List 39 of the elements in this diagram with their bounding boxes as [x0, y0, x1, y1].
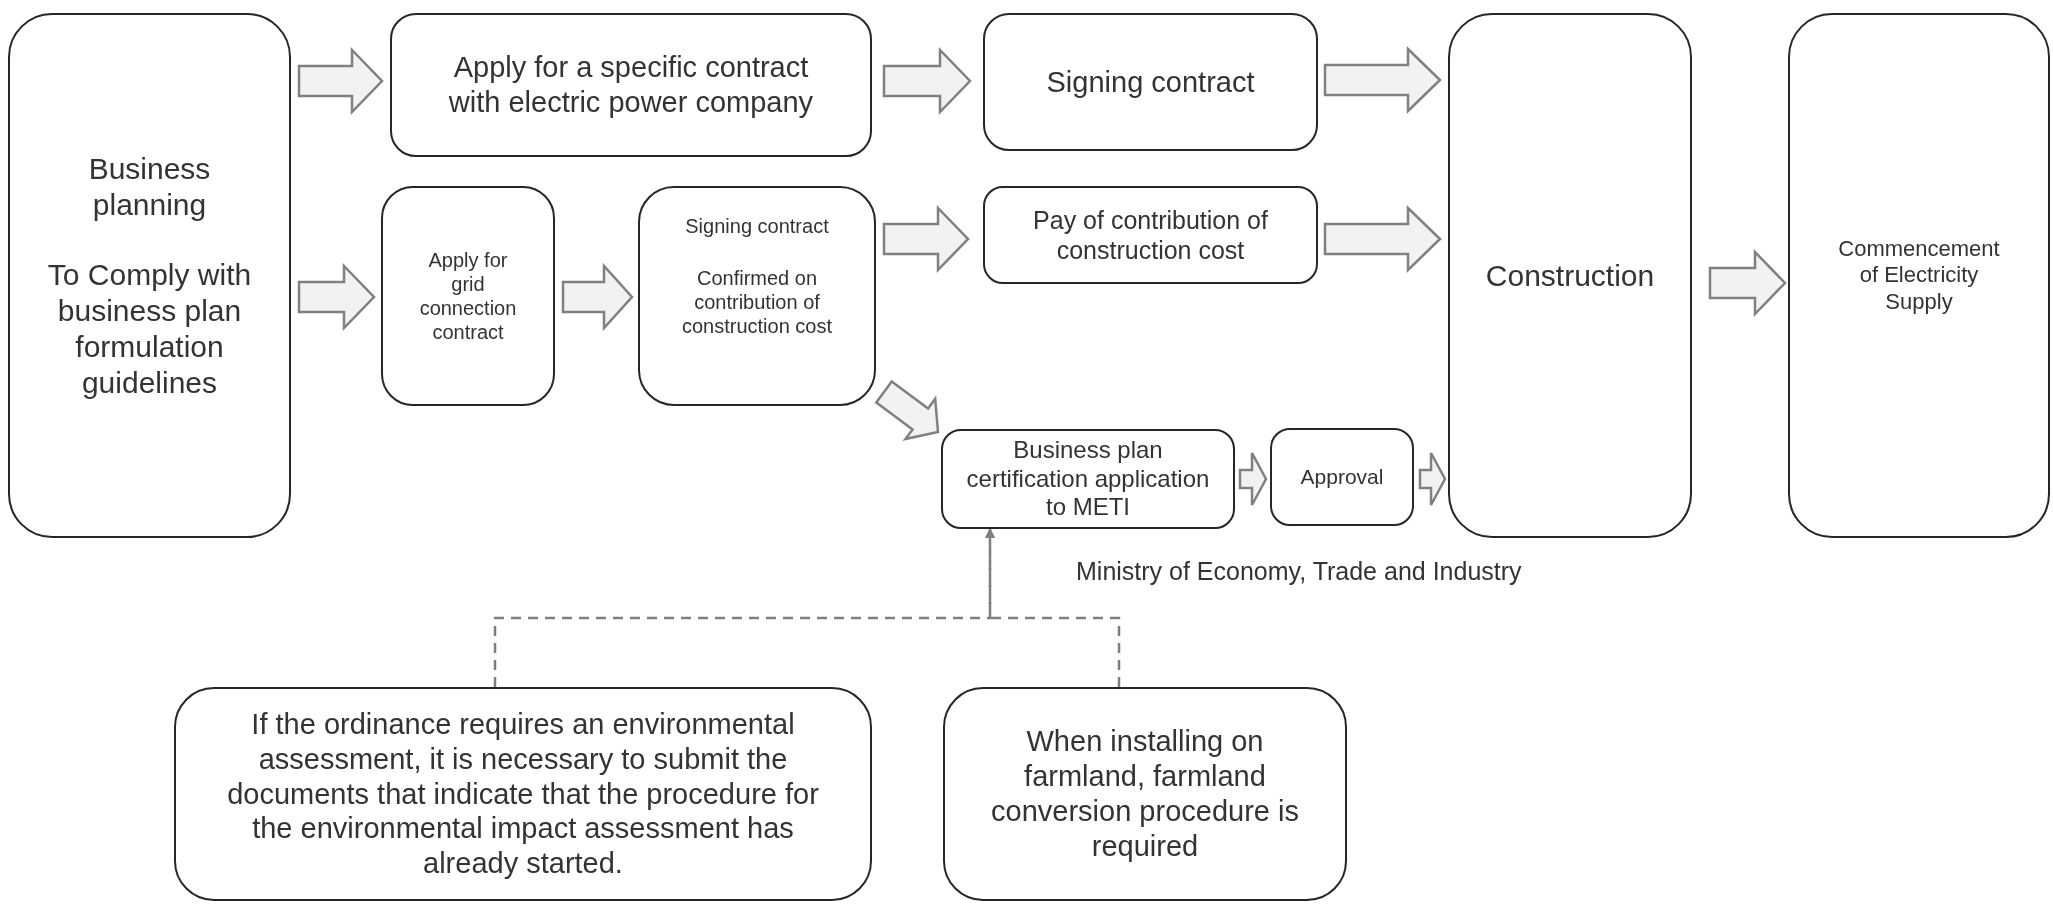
step-text: Pay of contribution of construction cost	[1032, 205, 1269, 265]
step-text: When installing on farmland, farmland conversion procedure is required	[990, 724, 1300, 864]
step-text: Commencement of Electricity Supply	[1838, 235, 2000, 316]
step-text: Construction	[1485, 257, 1655, 294]
step-text: Business plan certification application to METI	[965, 435, 1211, 523]
process-box	[983, 13, 1318, 151]
dashed-arrow	[985, 528, 1121, 687]
step-text: Apply for grid connection contract	[419, 248, 517, 344]
block-arrow	[882, 46, 972, 116]
step-text: Approval	[1300, 464, 1384, 490]
block-arrow	[1323, 205, 1442, 273]
step-text: To Comply with business plan formulation guidelines	[46, 256, 253, 401]
process-box	[941, 429, 1235, 529]
block-arrow	[561, 262, 634, 332]
block-arrow	[1708, 248, 1787, 318]
process-box	[638, 186, 876, 406]
process-box	[1448, 13, 1692, 538]
block-arrow	[1418, 451, 1447, 507]
step-text: Signing contract	[685, 214, 829, 238]
process-box	[1270, 428, 1414, 526]
block-arrow	[297, 262, 376, 332]
block-arrow	[1323, 46, 1442, 114]
step-text: Apply for a specific contract with electric power company	[447, 50, 815, 120]
block-arrow	[874, 379, 940, 441]
process-box	[174, 687, 872, 901]
step-text: Confirmed on contribution of construction cost	[680, 266, 834, 338]
block-arrow	[297, 46, 384, 116]
step-text: If the ordinance requires an environmental assessment, it is necessary to submit the documents that indicate that the procedure for the environmental impact assessment has already started.	[226, 707, 820, 881]
process-box	[381, 186, 555, 406]
step-text: Signing contract	[1046, 64, 1255, 100]
block-arrow	[882, 204, 970, 274]
block-arrow	[1238, 451, 1268, 507]
process-box	[1788, 13, 2050, 538]
process-box	[8, 13, 291, 538]
process-box	[390, 13, 872, 157]
process-box	[943, 687, 1347, 901]
step-text: Business planning	[87, 150, 212, 223]
process-box	[983, 186, 1318, 284]
footnote-text: Ministry of Economy, Trade and Industry	[1076, 556, 1522, 587]
